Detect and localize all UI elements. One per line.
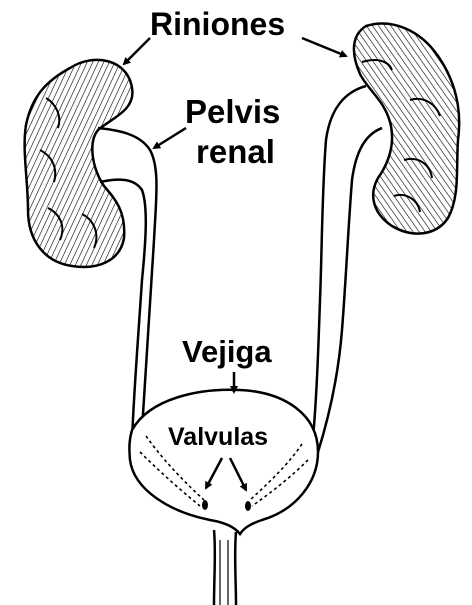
urethra bbox=[214, 530, 236, 605]
label-renal-pelvis-line1: Pelvis bbox=[185, 95, 280, 128]
right-renal-pelvis-ureter bbox=[312, 86, 382, 452]
label-renal-pelvis-line2: renal bbox=[196, 135, 275, 168]
left-renal-pelvis-ureter bbox=[98, 128, 157, 440]
arrow-kidney-right bbox=[302, 38, 346, 56]
label-kidneys: Riniones bbox=[150, 8, 285, 40]
left-kidney bbox=[25, 60, 133, 267]
arrow-renal-pelvis bbox=[154, 128, 186, 148]
right-kidney bbox=[354, 24, 459, 234]
bladder bbox=[129, 390, 318, 534]
label-valves: Valvulas bbox=[168, 425, 268, 450]
arrow-kidney-left bbox=[124, 38, 150, 64]
label-bladder: Vejiga bbox=[182, 336, 272, 367]
